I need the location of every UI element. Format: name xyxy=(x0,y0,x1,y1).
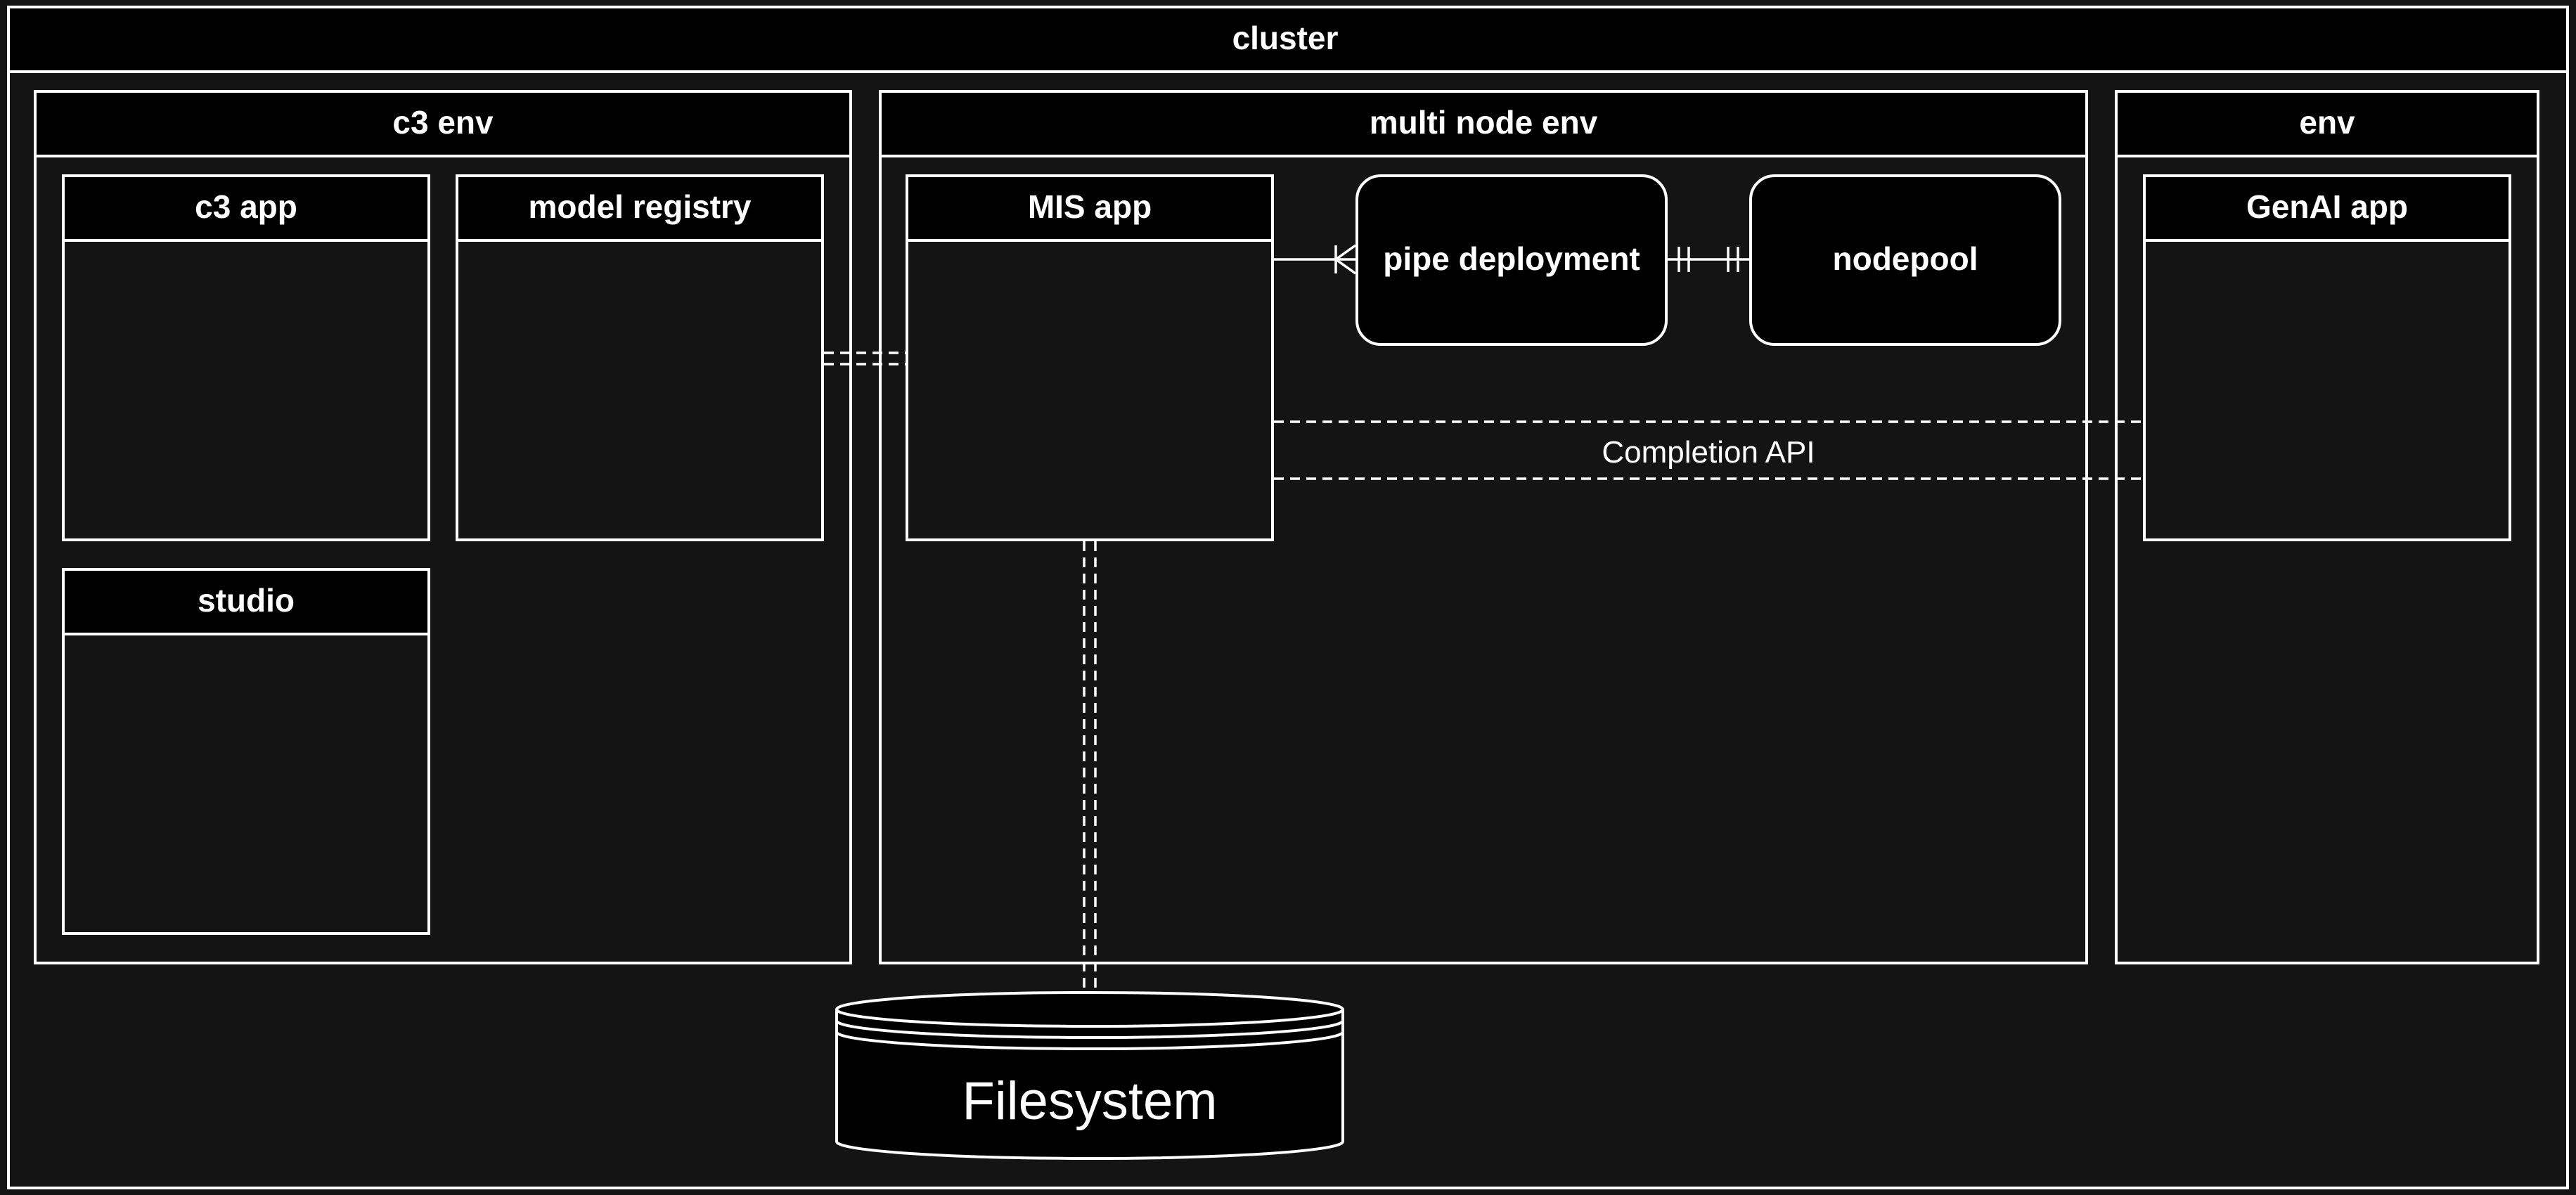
studio-title: studio xyxy=(198,582,295,619)
c3-app-box[interactable]: c3 app xyxy=(62,174,430,541)
c3-app-title: c3 app xyxy=(195,188,297,225)
model-registry-to-mis-connector xyxy=(824,351,906,366)
filesystem-cylinder[interactable]: Filesystem xyxy=(835,991,1344,1160)
c3-env-header xyxy=(34,90,852,157)
nodepool-title: nodepool xyxy=(1833,240,1978,277)
mis-to-filesystem-connector xyxy=(1083,541,1097,993)
multi-node-env-title: multi node env xyxy=(1370,104,1598,141)
nodepool-box[interactable]: nodepool xyxy=(1749,174,2061,346)
model-registry-box[interactable]: model registry xyxy=(456,174,824,541)
cluster-title: cluster xyxy=(1232,20,1339,56)
filesystem-label: Filesystem xyxy=(962,1071,1217,1131)
mis-app-title: MIS app xyxy=(1028,188,1152,225)
pipe-deployment-box[interactable]: pipe deployment xyxy=(1355,174,1668,346)
cluster-header xyxy=(7,6,2569,73)
studio-box[interactable]: studio xyxy=(62,568,430,935)
pipe-deployment-title: pipe deployment xyxy=(1383,240,1640,277)
completion-api-label: Completion API xyxy=(1602,435,1815,470)
env-title: env xyxy=(2299,104,2355,141)
multi-node-env-header xyxy=(879,90,2088,157)
mis-to-pipe-deployment-connector xyxy=(1274,244,1357,275)
studio-header xyxy=(62,568,430,635)
model-registry-title: model registry xyxy=(529,188,752,225)
genai-app-header xyxy=(2143,174,2511,242)
mis-app-header xyxy=(906,174,1274,242)
pipe-deployment-to-nodepool-connector xyxy=(1668,247,1749,272)
genai-app-box[interactable]: GenAI app xyxy=(2143,174,2511,541)
c3-app-header xyxy=(62,174,430,242)
env-header xyxy=(2115,90,2539,157)
c3-env-title: c3 env xyxy=(392,104,494,141)
model-registry-header xyxy=(456,174,824,242)
genai-app-title: GenAI app xyxy=(2246,188,2408,225)
mis-app-box[interactable]: MIS app xyxy=(906,174,1274,541)
